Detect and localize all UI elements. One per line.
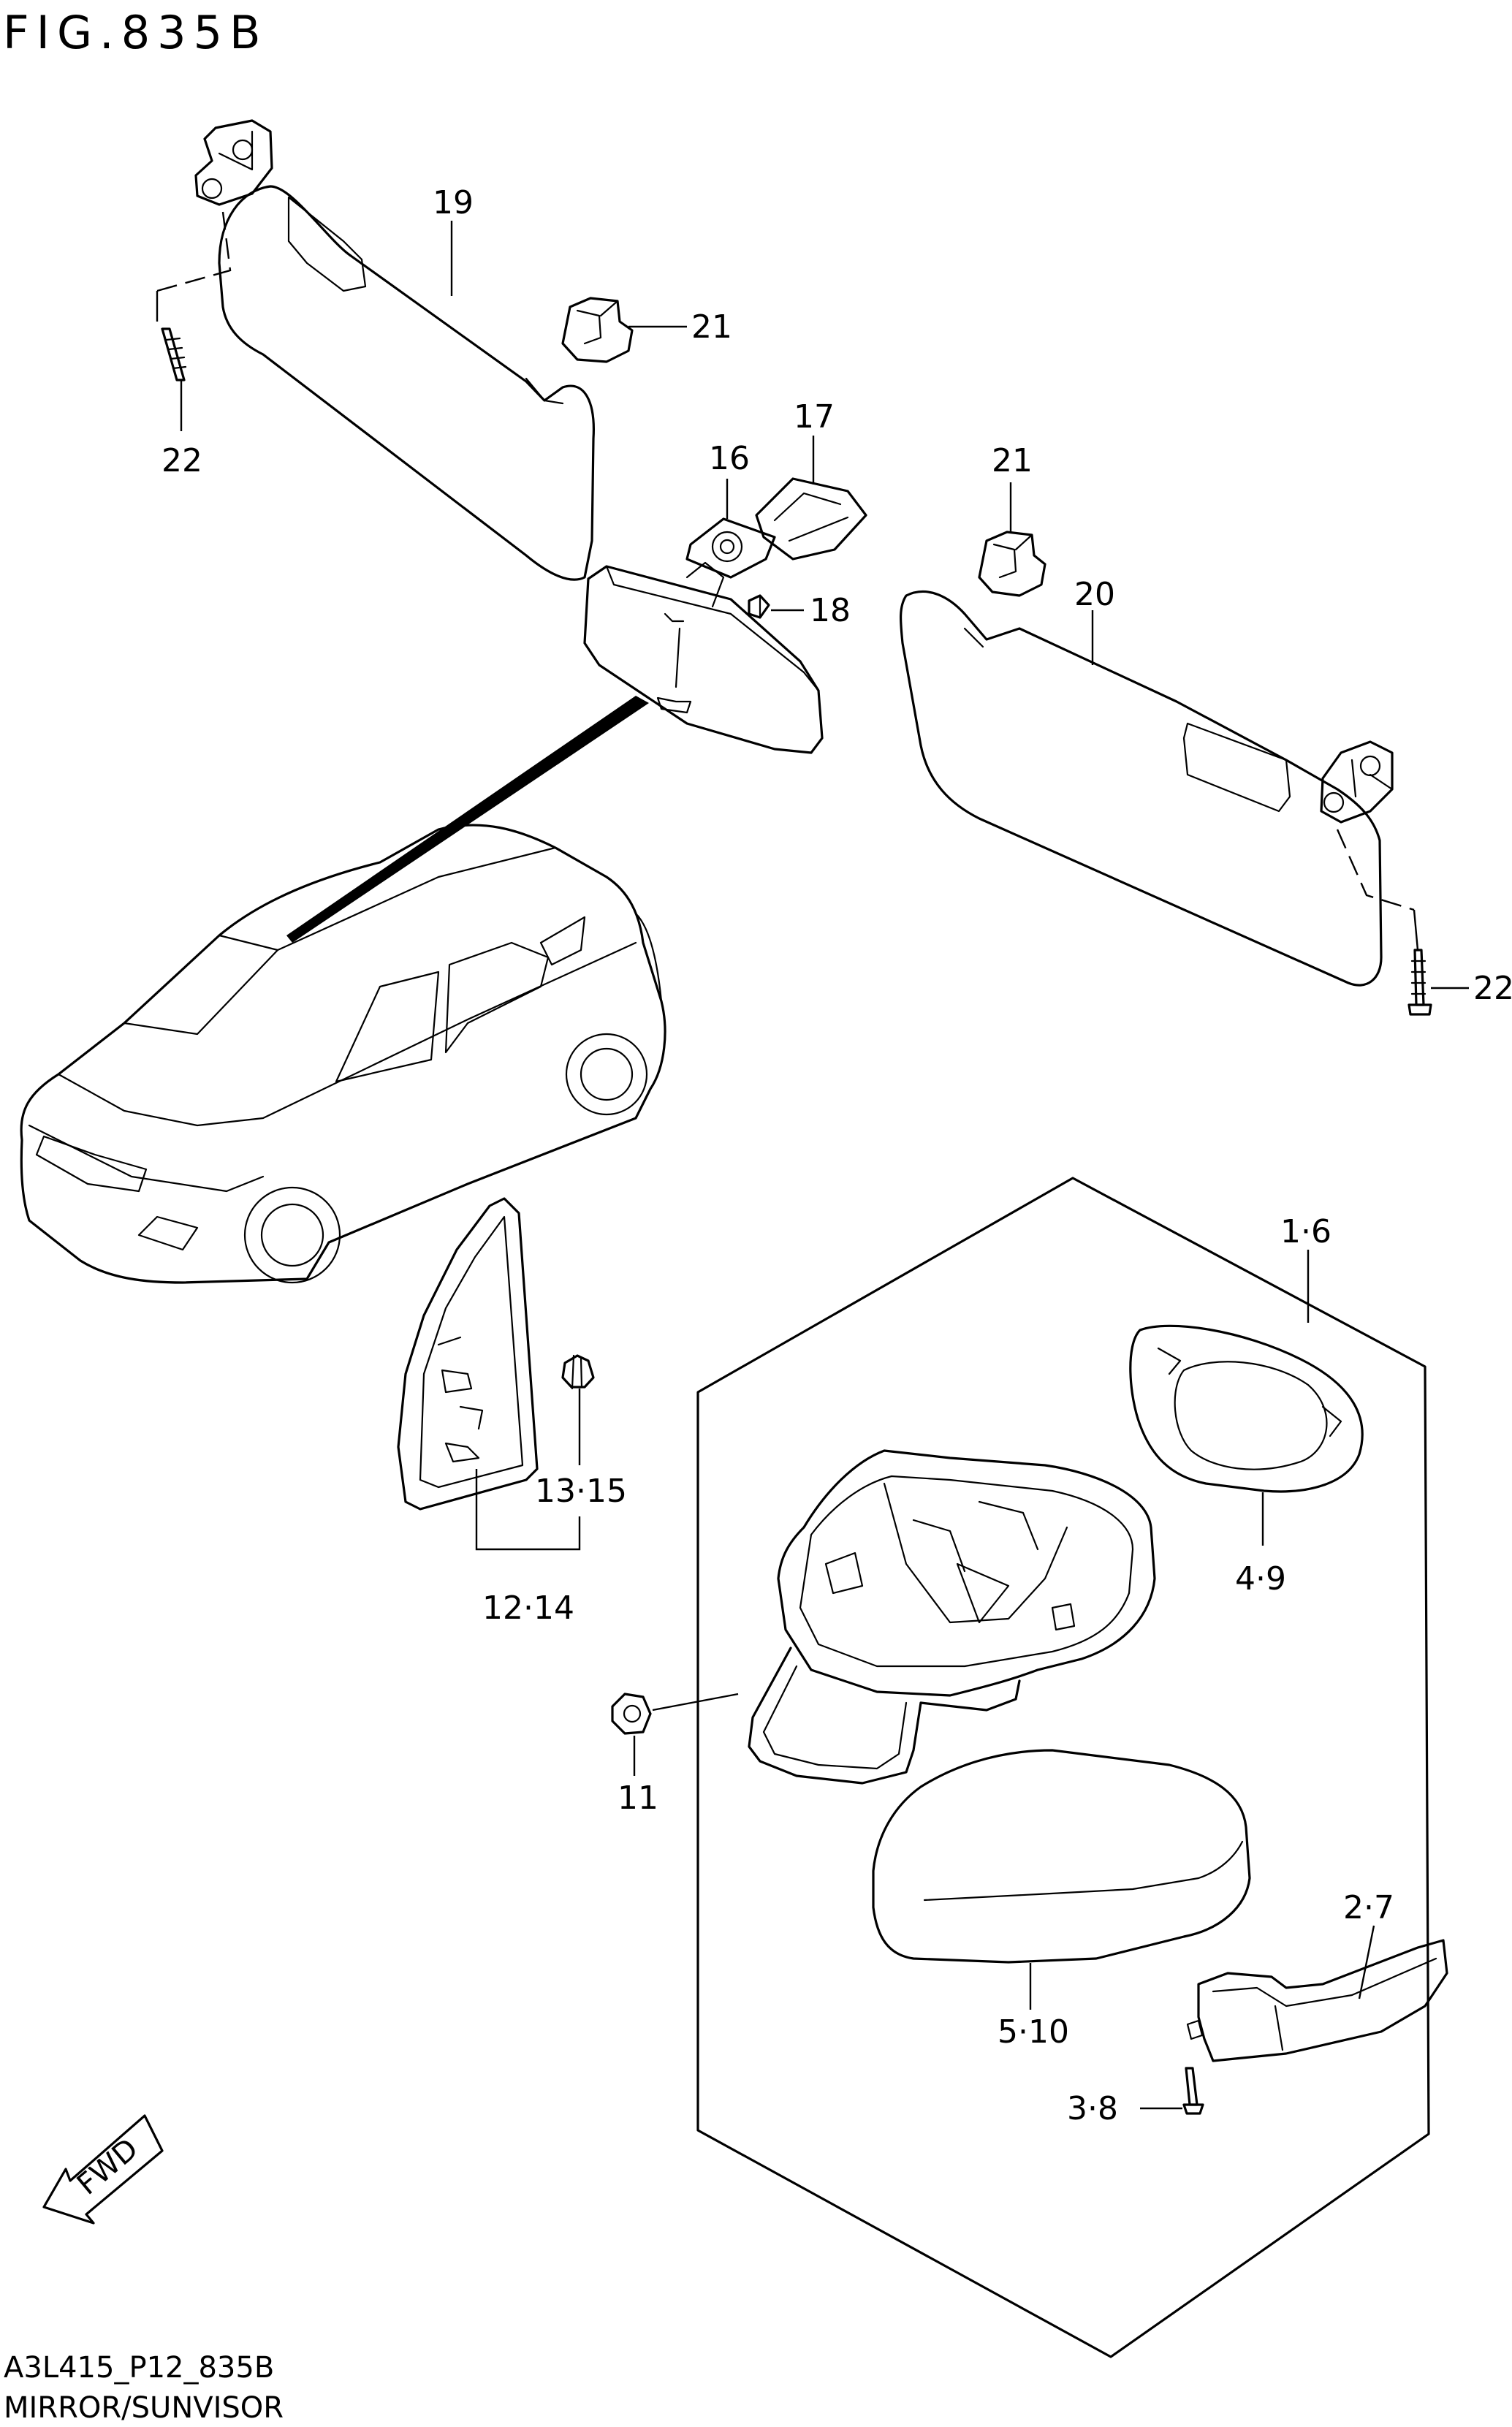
clip-21-left [561, 297, 634, 363]
clip-21-right [978, 531, 1046, 597]
leader-22-left-dash [156, 211, 232, 292]
drawing-code: A3L415_P12_835B [4, 2351, 274, 2385]
callout-21-right: 21 [992, 442, 1033, 479]
vehicle-outline [20, 824, 666, 1284]
callout-2-7: 2·7 [1343, 1889, 1394, 1926]
mirror-cover-5-10 [872, 1749, 1251, 1964]
callout-22-left: 22 [162, 442, 202, 479]
callout-19: 19 [433, 184, 474, 221]
callout-20: 20 [1074, 576, 1115, 613]
section-name: MIRROR/SUNVISOR [4, 2391, 284, 2425]
callout-22-right: 22 [1473, 970, 1512, 1007]
screw-3-8 [1182, 2067, 1204, 2115]
mirror-assembly-outline [696, 1177, 1430, 2358]
callout-1-6: 1·6 [1280, 1213, 1331, 1250]
callout-5-10: 5·10 [998, 2013, 1069, 2051]
callout-3-8: 3·8 [1067, 2090, 1118, 2127]
callout-12-14: 12·14 [482, 1589, 574, 1627]
mirror-mount-16 [685, 517, 776, 579]
screw-18 [748, 594, 770, 619]
right-sunvisor [899, 590, 1394, 987]
leader-12-14 [475, 1469, 581, 1551]
leader-2-7 [1358, 1925, 1375, 1999]
screw-22-left [161, 327, 187, 431]
mirror-glass-4-9 [1129, 1324, 1364, 1493]
fwd-arrow: FWD [42, 2114, 164, 2225]
mirror-cover-17 [755, 477, 867, 561]
fwd-label: FWD [71, 2132, 145, 2201]
callout-16: 16 [709, 440, 750, 477]
rear-view-mirror [583, 561, 824, 754]
clip-13-15 [561, 1354, 595, 1390]
callout-4-9: 4·9 [1235, 1560, 1286, 1598]
figure-title: FIG.835B [3, 6, 268, 59]
callout-13-15: 13·15 [535, 1473, 627, 1510]
callout-17: 17 [794, 398, 835, 436]
callout-18: 18 [810, 592, 851, 629]
side-trim-12-14 [397, 1197, 539, 1511]
leader-22-right-dash [1336, 829, 1415, 911]
mirror-housing [748, 1449, 1156, 1785]
mirror-location-pointer [286, 696, 649, 943]
nut-11 [611, 1693, 739, 1735]
turn-signal-lamp-2-7 [1186, 1939, 1448, 2062]
screw-22-right [1407, 909, 1432, 1016]
left-sunvisor [194, 119, 595, 581]
callout-11: 11 [618, 1780, 658, 1817]
callout-21-left: 21 [691, 308, 732, 346]
